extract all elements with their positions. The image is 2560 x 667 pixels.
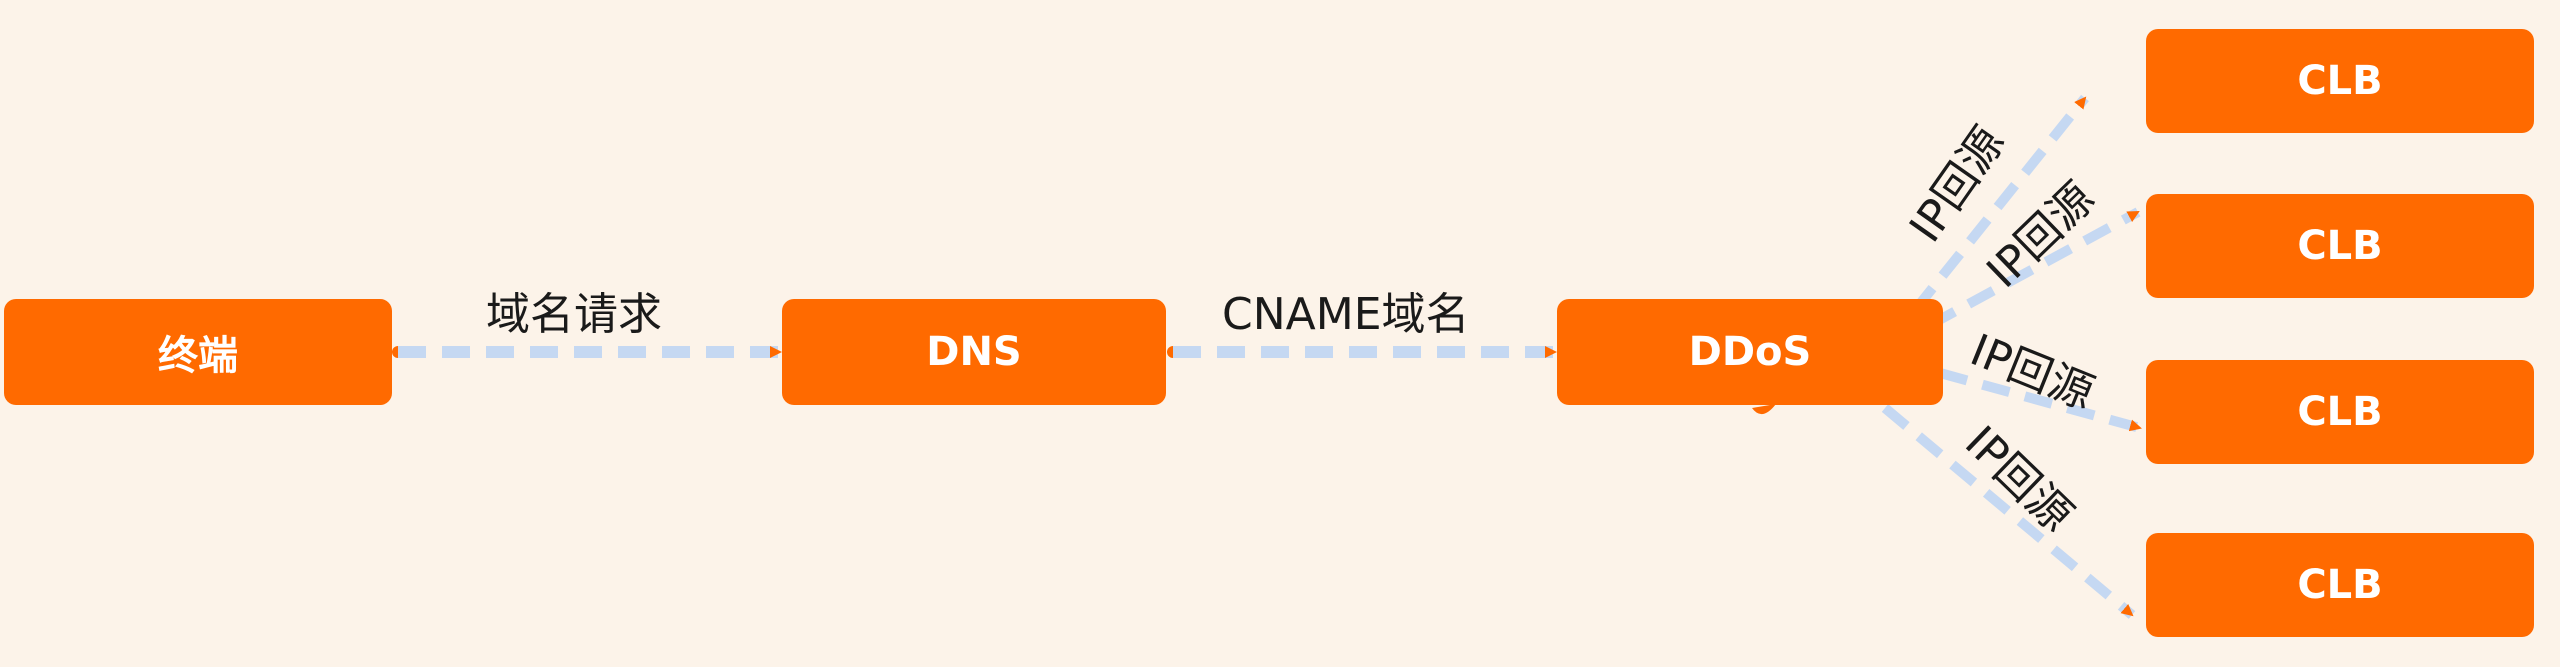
node-clb-1: CLB — [2146, 29, 2534, 133]
node-terminal: 终端 — [4, 299, 392, 405]
node-clb-4: CLB — [2146, 533, 2534, 637]
edge-ddos-to-clb-2 — [1927, 207, 2141, 330]
node-clb-2: CLB — [2146, 194, 2534, 298]
edge-ddos-to-clb-3 — [1938, 368, 2142, 433]
edge-label-cname: CNAME域名 — [1222, 289, 1470, 340]
node-terminal-label: 终端 — [158, 333, 238, 379]
node-clb-3: CLB — [2146, 360, 2534, 464]
ddos-handle-nub — [1752, 404, 1776, 415]
node-dns-label: DNS — [926, 329, 1022, 375]
node-dns: DNS — [782, 299, 1166, 405]
node-clb-2-label: CLB — [2297, 223, 2383, 269]
node-clb-1-label: CLB — [2297, 58, 2383, 104]
edge-label-domain-request: 域名请求 — [486, 289, 662, 340]
edge-ddos-to-clb-1 — [1911, 94, 2089, 314]
edge-ddos-to-clb-4 — [1881, 404, 2136, 619]
node-ddos: DDoS — [1557, 299, 1943, 405]
node-clb-4-label: CLB — [2297, 562, 2383, 608]
node-ddos-label: DDoS — [1688, 329, 1812, 375]
node-clb-3-label: CLB — [2297, 389, 2383, 435]
